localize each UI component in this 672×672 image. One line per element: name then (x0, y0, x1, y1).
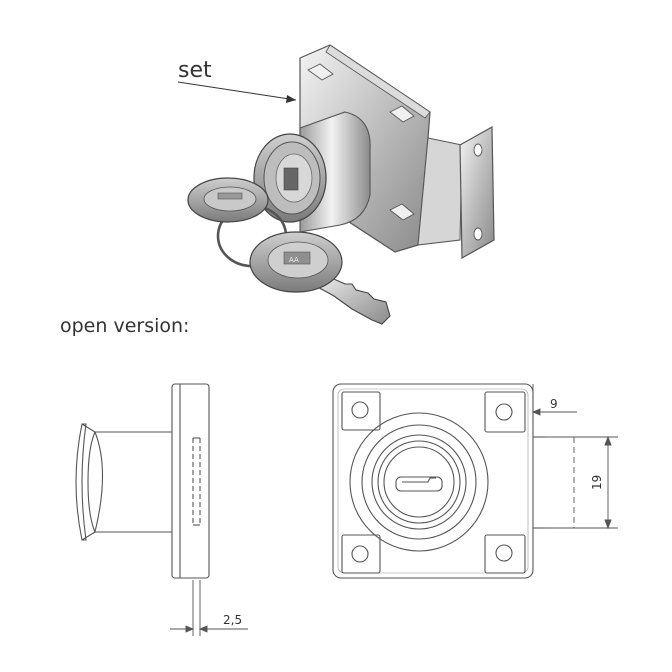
side-view (75, 383, 210, 579)
callout-label: set (178, 58, 212, 83)
side-plate (171, 383, 210, 579)
side-flange (75, 423, 87, 541)
mounting-hole-br (389, 203, 415, 221)
dimension-9 (531, 384, 577, 420)
dimension-19 (540, 435, 618, 530)
bolt-tongue (459, 125, 495, 260)
corner-hole-br (484, 534, 526, 574)
dim-label-19: 19 (590, 475, 604, 490)
corner-hole-bl (341, 534, 381, 574)
open-version-label: open version: (60, 315, 189, 337)
mounting-hole-tl (307, 63, 334, 81)
callout-leader (177, 81, 297, 101)
front-plate (332, 383, 534, 579)
front-view (332, 383, 545, 579)
cylinder-face-outer (349, 412, 489, 552)
dim-label-9: 9 (550, 397, 558, 411)
svg-text:AA: AA (289, 256, 299, 264)
corner-hole-tl (341, 391, 381, 431)
side-cylinder (87, 431, 172, 533)
corner-hole-tr (484, 391, 526, 433)
key-2: AA (249, 231, 391, 325)
keyway (395, 476, 443, 492)
dim-label-2-5: 2,5 (223, 613, 242, 627)
lock-render: AA set (177, 44, 495, 325)
bolt-housing (417, 137, 463, 246)
key-1 (187, 177, 269, 223)
dimension-2-5 (170, 580, 248, 636)
mounting-hole-tr (389, 105, 415, 123)
